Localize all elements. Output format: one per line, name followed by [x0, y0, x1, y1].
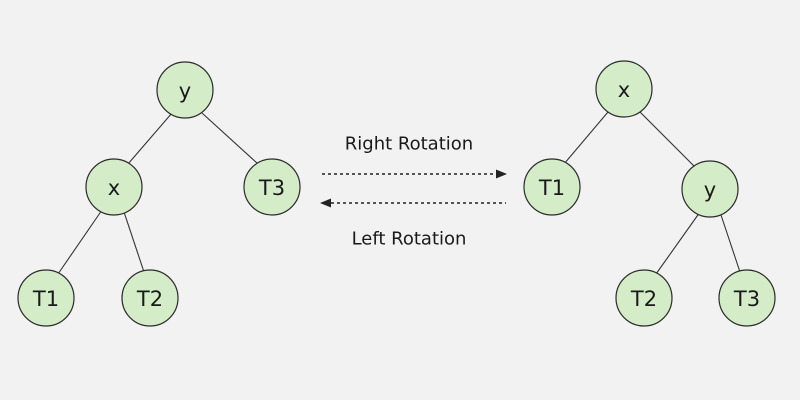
edge-x-t1-right — [563, 111, 609, 165]
node-right-right-child: y — [681, 160, 739, 218]
node-right-root: x — [595, 60, 653, 118]
edge-y-t3-right — [719, 211, 741, 273]
node-label: T3 — [733, 287, 760, 311]
left-arrow-icon — [320, 198, 506, 208]
right-tree: x T1 y T2 T3 — [523, 60, 776, 327]
node-label: y — [704, 178, 716, 202]
node-label: T1 — [32, 287, 59, 311]
node-left-left-left: T1 — [17, 269, 75, 327]
node-right-right-left: T2 — [615, 269, 673, 327]
edge-y-t3 — [201, 112, 259, 165]
node-label: T3 — [258, 176, 285, 200]
node-label: x — [108, 176, 120, 200]
rotation-arrows: Right Rotation Left Rotation — [320, 134, 507, 250]
left-tree: y x T3 T1 T2 — [17, 61, 301, 327]
edge-y-t2-right — [655, 211, 701, 275]
edge-y-x — [127, 112, 173, 165]
node-label: T2 — [136, 287, 163, 311]
node-left-right-child: T3 — [243, 158, 301, 216]
left-rotation-label: Left Rotation — [352, 229, 467, 250]
edge-x-y-right — [639, 111, 695, 167]
node-label: T1 — [538, 176, 565, 200]
node-left-root: y — [156, 61, 214, 119]
node-label: T2 — [630, 287, 657, 311]
node-label: x — [618, 78, 630, 102]
edge-x-t2 — [123, 211, 145, 273]
node-left-left-right: T2 — [121, 269, 179, 327]
right-arrow-icon — [322, 169, 507, 179]
node-label: y — [179, 79, 191, 103]
node-right-left-child: T1 — [523, 158, 581, 216]
node-left-left-child: x — [85, 158, 143, 216]
node-right-right-right: T3 — [718, 269, 776, 327]
right-tree-edges — [563, 111, 741, 275]
left-tree-edges — [57, 112, 259, 275]
right-rotation-label: Right Rotation — [345, 134, 473, 155]
edge-x-t1 — [57, 209, 103, 275]
